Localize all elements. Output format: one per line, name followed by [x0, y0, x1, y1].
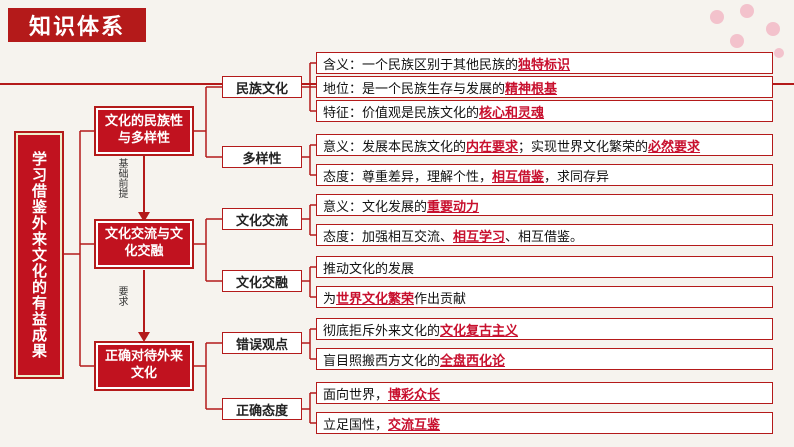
leaf-wrong-restoration: 彻底拒斥外来文化的文化复古主义 [316, 318, 773, 340]
decorative-blossoms [700, 0, 794, 70]
leaf-diversity-meaning: 意义：发展本民族文化的内在要求；实现世界文化繁荣的必然要求 [316, 134, 773, 156]
leaf-exchange-attitude: 态度：加强相互交流、相互学习、相互借鉴。 [316, 224, 773, 246]
leaf-diversity-attitude: 态度：尊重差异，理解个性，相互借鉴，求同存异 [316, 164, 773, 186]
node-exchange-fusion: 文化交流与文化交融 [96, 221, 192, 267]
leaf-wrong-westernization: 盲目照搬西方文化的全盘西化论 [316, 348, 773, 370]
page-title: 知识体系 [8, 8, 146, 42]
leaf-national-basis: 立足国性，交流互鉴 [316, 412, 773, 434]
root-node: 学习借鉴外来文化的有益成果 [16, 133, 62, 377]
node-nationality-diversity: 文化的民族性与多样性 [96, 108, 192, 154]
leaf-exchange-meaning: 意义：文化发展的重要动力 [316, 194, 773, 216]
leaf-fusion-develop: 推动文化的发展 [316, 256, 773, 278]
basis-label: 基础前提 [116, 158, 127, 198]
leaf-status: 地位：是一个民族生存与发展的精神根基 [316, 76, 773, 98]
requirement-label: 要求 [116, 286, 127, 306]
node-cultural-fusion: 文化交融 [222, 270, 302, 292]
leaf-fusion-contribute: 为世界文化繁荣作出贡献 [316, 286, 773, 308]
node-cultural-exchange: 文化交流 [222, 208, 302, 230]
leaf-meaning-national: 含义：一个民族区别于其他民族的独特标识 [316, 52, 773, 74]
node-national-culture: 民族文化 [222, 76, 302, 98]
leaf-face-world: 面向世界，博彩众长 [316, 382, 773, 404]
node-treat-foreign-culture: 正确对待外来文化 [96, 343, 192, 389]
node-wrong-views: 错误观点 [222, 332, 302, 354]
node-correct-attitude: 正确态度 [222, 398, 302, 420]
node-diversity: 多样性 [222, 146, 302, 168]
leaf-feature: 特征：价值观是民族文化的核心和灵魂 [316, 100, 773, 122]
